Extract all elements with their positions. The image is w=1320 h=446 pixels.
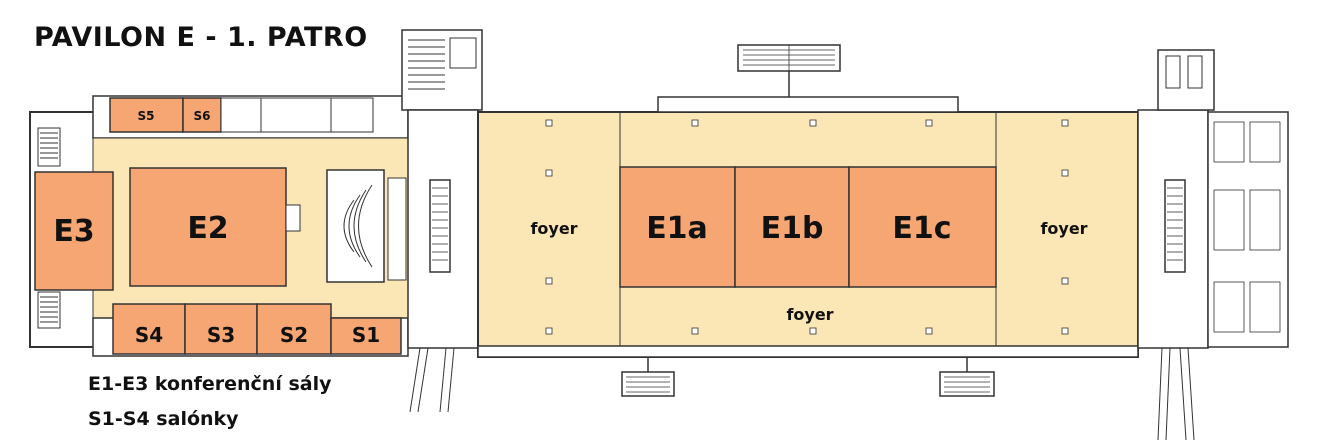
label-e1b: E1b	[761, 211, 824, 246]
hall-e1b	[734, 166, 850, 288]
top-room-3	[330, 97, 374, 133]
label-s5: S5	[138, 109, 155, 123]
label-s6: S6	[194, 109, 211, 123]
escalator-left	[429, 179, 451, 273]
e2-annex	[285, 204, 301, 232]
label-e3: E3	[53, 214, 94, 249]
label-foyer-left: foyer	[530, 219, 577, 238]
label-e1a: E1a	[646, 211, 708, 246]
stair-tower-left-lines	[408, 37, 477, 90]
auditorium-seating	[343, 184, 373, 268]
legend-salons: S1-S4 salónky	[88, 408, 239, 430]
label-foyer-right: foyer	[1040, 219, 1087, 238]
east-service-block	[1207, 111, 1289, 348]
columns	[545, 119, 1069, 335]
stair-south-left-lines	[626, 376, 670, 393]
label-e1c: E1c	[892, 211, 951, 246]
salon-s6	[182, 97, 222, 133]
label-s4: S4	[135, 323, 163, 347]
stair-tower-left	[401, 29, 483, 111]
south-exit-right	[1157, 347, 1195, 441]
salon-s3	[184, 303, 258, 355]
escalator-right	[1164, 179, 1186, 273]
escalator-left-lines	[432, 187, 448, 261]
escalator-right-lines	[1167, 187, 1183, 261]
label-s3: S3	[207, 323, 235, 347]
auditorium-side	[387, 177, 407, 281]
label-e2: E2	[187, 211, 228, 246]
label-foyer-center: foyer	[786, 305, 833, 324]
salon-s1	[330, 317, 402, 355]
stair-lines-sw	[40, 296, 58, 323]
hall-e3	[34, 171, 114, 291]
stair-lines-nw	[40, 132, 58, 159]
south-exit-left	[409, 347, 455, 413]
salon-s4	[112, 303, 186, 355]
salon-s2	[256, 303, 332, 355]
stair-south-right-lines	[944, 376, 990, 393]
stair-block-sw	[37, 291, 61, 329]
stair-north-center-lines	[743, 45, 835, 71]
stair-tower-right-lines	[1165, 55, 1203, 89]
hall-e2	[129, 167, 287, 287]
auditorium	[326, 169, 385, 283]
main-south-strip	[477, 345, 1139, 358]
main-north-corridor	[657, 96, 959, 113]
east-service-lines	[1213, 121, 1281, 333]
hall-e1a	[619, 166, 736, 288]
stair-block-nw	[37, 127, 61, 167]
label-s2: S2	[280, 323, 308, 347]
label-s1: S1	[352, 323, 380, 347]
hall-e1c	[848, 166, 997, 288]
legend-halls: E1-E3 konferenční sály	[88, 373, 332, 395]
stair-tower-right	[1157, 49, 1215, 111]
top-room-2	[260, 97, 332, 133]
page-title: PAVILON E - 1. PATRO	[34, 22, 368, 53]
top-room-1	[220, 97, 262, 133]
